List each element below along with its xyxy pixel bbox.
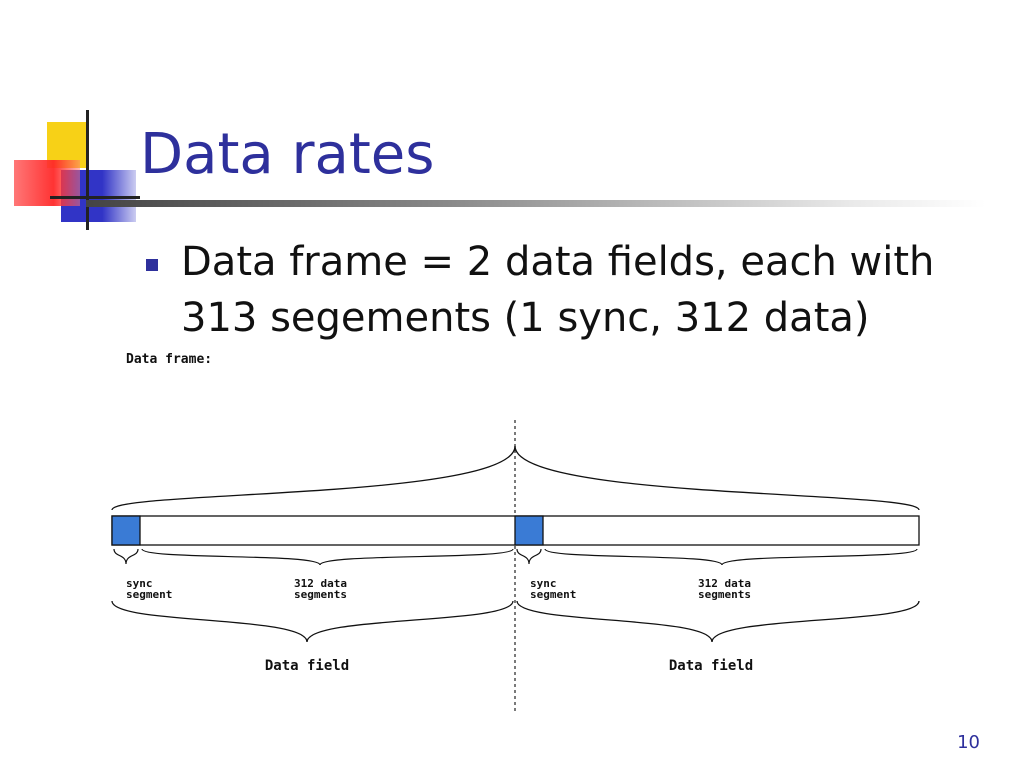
sync-label-2-line1: sync bbox=[530, 577, 557, 590]
bullet-square-icon bbox=[146, 259, 158, 271]
bullet-line-2: 313 segements (1 sync, 312 data) bbox=[181, 295, 870, 341]
sync-segment-2 bbox=[514, 515, 544, 546]
bullet-text: Data frame = 2 data fields, each with 31… bbox=[181, 234, 981, 346]
sync-label-1-line1: sync bbox=[126, 577, 153, 590]
data-label-1-line1: 312 data bbox=[294, 577, 347, 590]
sync-label-2-line2: segment bbox=[530, 588, 576, 601]
decorative-logo bbox=[0, 0, 160, 240]
logo-horizontal-line bbox=[50, 196, 140, 199]
logo-vertical-line bbox=[86, 110, 89, 230]
data-brace-1 bbox=[141, 548, 514, 566]
data-label-1-line2: segments bbox=[294, 588, 347, 601]
field-brace-1 bbox=[111, 600, 514, 643]
bullet-line-1: Data frame = 2 data fields, each with bbox=[181, 239, 935, 285]
data-field-label-2: Data field bbox=[669, 658, 753, 674]
data-brace-2 bbox=[544, 548, 918, 566]
data-label-2-line2: segments bbox=[698, 588, 751, 601]
sync-brace-1 bbox=[113, 548, 139, 565]
frame-brace bbox=[111, 445, 920, 511]
data-frame-label: Data frame: bbox=[126, 352, 212, 367]
field-brace-2 bbox=[516, 600, 920, 643]
data-label-2-line1: 312 data bbox=[698, 577, 751, 590]
sync-brace-2 bbox=[516, 548, 542, 565]
slide-number: 10 bbox=[957, 732, 980, 753]
data-field-label-1: Data field bbox=[265, 658, 349, 674]
title-underline bbox=[86, 200, 986, 207]
sync-segment-1 bbox=[111, 515, 141, 546]
slide-title: Data rates bbox=[140, 122, 435, 187]
sync-label-1-line2: segment bbox=[126, 588, 172, 601]
